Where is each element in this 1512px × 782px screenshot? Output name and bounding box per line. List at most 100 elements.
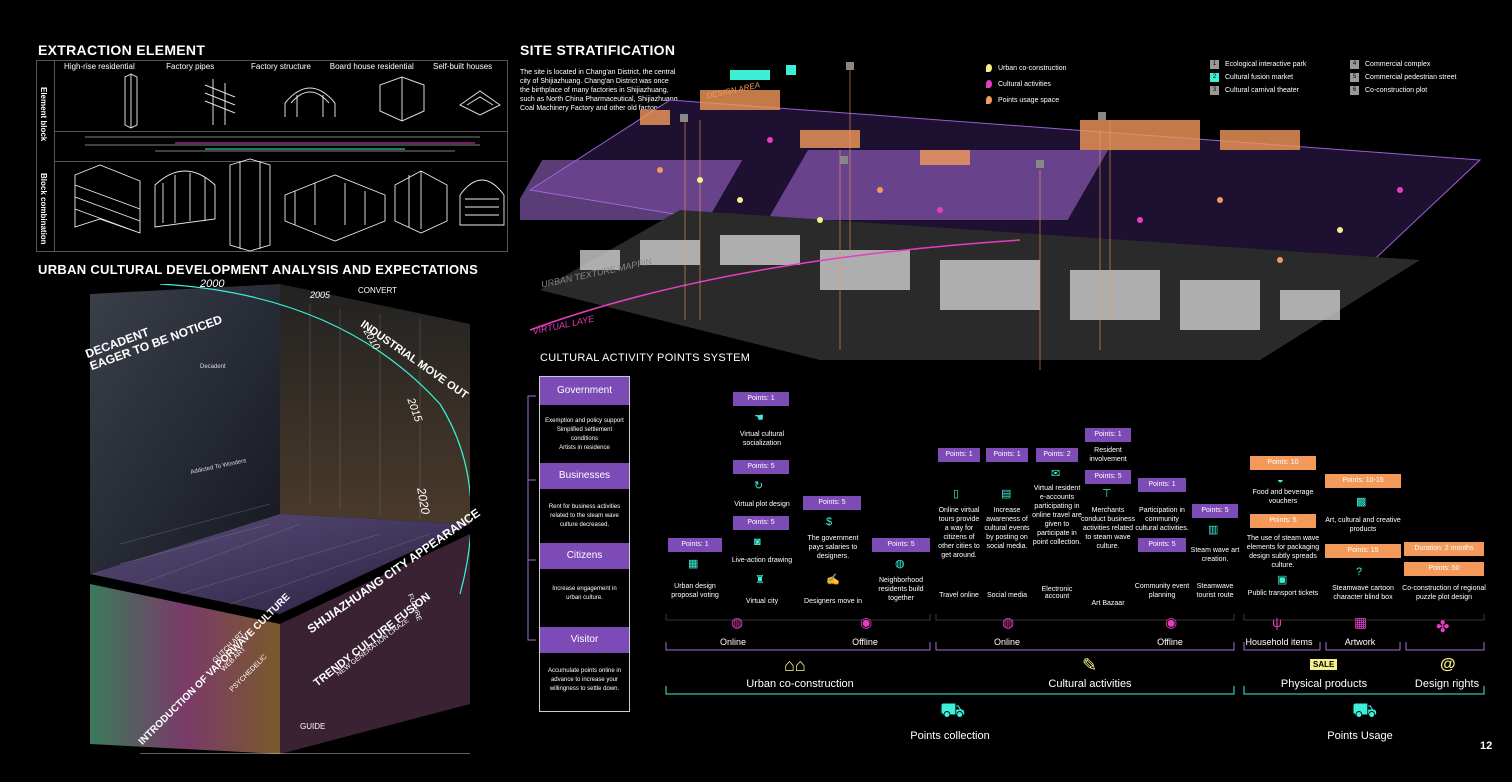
mid-household: Household items <box>1245 637 1313 647</box>
merchant-icon: ⊤ <box>1102 488 1112 500</box>
book-icon: ▥ <box>1208 524 1219 536</box>
compass-icon: ◉ <box>1165 614 1178 630</box>
mid-online: Online <box>719 637 746 647</box>
cat-urban: Urban co-construction <box>746 678 854 690</box>
legend-item: Urban co-construction <box>986 60 1136 76</box>
column-label: High-rise residential <box>64 62 135 71</box>
activity-label: Art, cultural and creative products <box>1325 517 1401 533</box>
point-legend: Urban co-construction Cultural activitie… <box>986 60 1136 108</box>
tower-icon: ♜ <box>755 574 765 586</box>
gift-icon: ▩ <box>1356 496 1367 508</box>
camera-icon: ◙ <box>754 536 761 548</box>
points-badge: Points: 5 <box>1138 538 1186 552</box>
houses-icon: ⌂⌂ <box>784 655 806 675</box>
points-badge: Points: 5 <box>1250 514 1316 528</box>
money-icon: $ <box>826 516 833 528</box>
activity-label: The use of steam wave elements for packa… <box>1246 535 1320 569</box>
cat-cultural: Cultural activities <box>1048 678 1132 690</box>
cart-icon: ⛟ <box>940 700 966 722</box>
site-map <box>520 62 1482 370</box>
globe-icon: ◍ <box>1002 614 1015 630</box>
designer-icon: ✍ <box>826 574 840 586</box>
cap-title: CULTURAL ACTIVITY POINTS SYSTEM <box>540 352 751 364</box>
legend-item: Cultural activities <box>986 76 1136 92</box>
cat-design-rights: Design rights <box>1414 678 1480 690</box>
subcat-label: Community event planning <box>1134 583 1190 599</box>
film-icon: ▦ <box>1354 614 1368 630</box>
duration-badge: Duration: 2 months <box>1404 542 1484 556</box>
mail-icon: ✉ <box>1051 468 1061 480</box>
points-badge: Points: 5 <box>803 496 861 510</box>
urban-collage: 2000 2005 2010 2015 2020 CONVERT INDUSTR… <box>80 278 483 754</box>
extraction-sketches <box>74 73 505 252</box>
sale-icon: SALE <box>1310 659 1338 670</box>
ballot-icon: ▦ <box>688 558 699 570</box>
points-badge: Points: 1 <box>986 448 1028 462</box>
points-collection: Points collection <box>910 730 990 742</box>
activity-label: Steamwave cartoon character blind box <box>1332 585 1394 601</box>
activity-label: Live-action drawing <box>731 557 793 564</box>
subcat-label: Art Bazaar <box>1091 600 1125 607</box>
points-badge: Points: 10-15 <box>1325 474 1401 488</box>
chat-icon: ▤ <box>1001 488 1012 500</box>
puzzle-icon: ✤ <box>1436 619 1450 636</box>
extraction-table: Element block Block combination <box>36 60 508 252</box>
row-label-element: Element block <box>39 87 48 142</box>
site-title: SITE STRATIFICATION <box>520 42 676 58</box>
loop-icon: ↻ <box>754 480 764 492</box>
column-label: Factory pipes <box>166 62 215 71</box>
points-badge: Points: 5 <box>1085 470 1131 484</box>
role-desc: Rent for business activities related to … <box>548 504 621 528</box>
site-description: The site is located in Chang'an District… <box>520 69 678 112</box>
role-desc: Increase engagement in urban culture. <box>552 586 617 601</box>
points-badge: Points: 5 <box>733 460 789 474</box>
activity-label: Urban design proposal voting <box>671 583 719 599</box>
mid-online: Online <box>993 637 1020 647</box>
globe-icon: ◍ <box>731 614 744 630</box>
activity-label: Resident involvement <box>1089 447 1127 463</box>
activity-label: Increase awareness of cultural events by… <box>984 507 1030 550</box>
activity-label: Co-construction of regional puzzle plot … <box>1402 585 1486 601</box>
points-badge: Points: 2 <box>1036 448 1078 462</box>
compass-icon: ◉ <box>860 614 873 630</box>
subcat-label: Social media <box>986 592 1028 599</box>
points-badge: Points: 10 <box>1250 456 1316 470</box>
extraction-title: EXTRACTION ELEMENT <box>38 42 206 58</box>
points-badge: Points: 15 <box>1325 544 1401 558</box>
activity-label: The government pays salaries to designer… <box>807 535 859 560</box>
legend-item: Points usage space <box>986 92 1136 108</box>
bus-icon: ▣ <box>1277 574 1288 586</box>
food-icon: ◒ <box>1277 474 1284 486</box>
role-citizens: Citizens <box>540 543 629 569</box>
activity-label: Participation in community cultural acti… <box>1135 507 1189 532</box>
mid-offline: Offline <box>852 637 878 647</box>
page-number: 12 <box>1480 740 1493 752</box>
points-usage: Points Usage <box>1327 730 1393 742</box>
activity-label: Merchants conduct business activities re… <box>1080 507 1136 550</box>
subcat-label: Virtual city <box>745 598 779 605</box>
activity-label: Steam wave art creation. <box>1190 547 1240 563</box>
subcat-label: Travel online <box>939 592 979 599</box>
label-guide: GUIDE <box>300 722 326 731</box>
role-panel: Government Exemption and policy support … <box>539 376 630 712</box>
mid-offline: Offline <box>1157 637 1183 647</box>
activity-label: Virtual plot design <box>734 501 790 508</box>
activity-label: Neighborhood residents build together <box>878 577 924 602</box>
points-badge: Points: 5 <box>1192 504 1238 518</box>
year-2000: 2000 <box>200 278 225 290</box>
subcat-label: Electronic account <box>1041 586 1073 600</box>
globe-icon: ◍ <box>895 558 905 570</box>
role-desc: Accumulate points online in advance to i… <box>547 668 622 692</box>
extraction-columns: High-rise residential Factory pipes Fact… <box>54 62 508 74</box>
points-badge: Points: 1 <box>938 448 980 462</box>
year-2005: 2005 <box>310 290 331 300</box>
cart-icon: ⛟ <box>1352 700 1378 722</box>
blindbox-icon: ? <box>1356 566 1363 578</box>
points-badge: Points: 1 <box>1085 428 1131 442</box>
